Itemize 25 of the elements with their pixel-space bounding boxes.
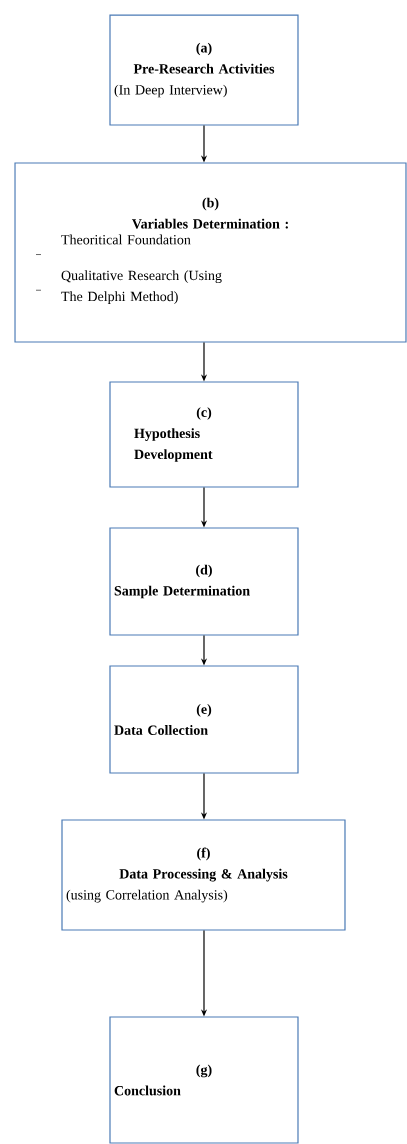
step-letter: (d) xyxy=(196,564,212,578)
step-letter: (b) xyxy=(202,197,219,211)
step-box xyxy=(61,819,346,931)
step-box xyxy=(14,162,407,343)
step-letter: (f) xyxy=(197,847,210,861)
step-title: Hypothesis Development xyxy=(134,428,213,462)
step-box xyxy=(109,527,299,636)
step-note: (In Deep Interview) xyxy=(114,84,227,98)
step-title: Sample Determination xyxy=(114,585,250,599)
step-title: Data Collection xyxy=(114,725,208,735)
step-letter: (e) xyxy=(196,704,212,717)
bullet-item: Theoritical Foundation xyxy=(61,234,191,245)
step-letter: (c) xyxy=(196,407,212,420)
step-box xyxy=(109,665,299,774)
step-title: Variables Determination : xyxy=(132,218,288,229)
step-letter: (g) xyxy=(196,1064,212,1078)
step-title: Pre-Research Activities xyxy=(133,63,275,74)
step-note: (using Correlation Analysis) xyxy=(66,889,228,903)
step-box xyxy=(109,1016,299,1144)
step-title: Conclusion xyxy=(114,1085,181,1096)
step-letter: (a) xyxy=(196,42,212,56)
step-title: Data Processing & Analysis xyxy=(119,868,288,882)
bullet-item: Qualitative Research (Using The Delphi Method) xyxy=(61,270,222,304)
step-box xyxy=(109,381,299,488)
step-box xyxy=(109,14,299,126)
